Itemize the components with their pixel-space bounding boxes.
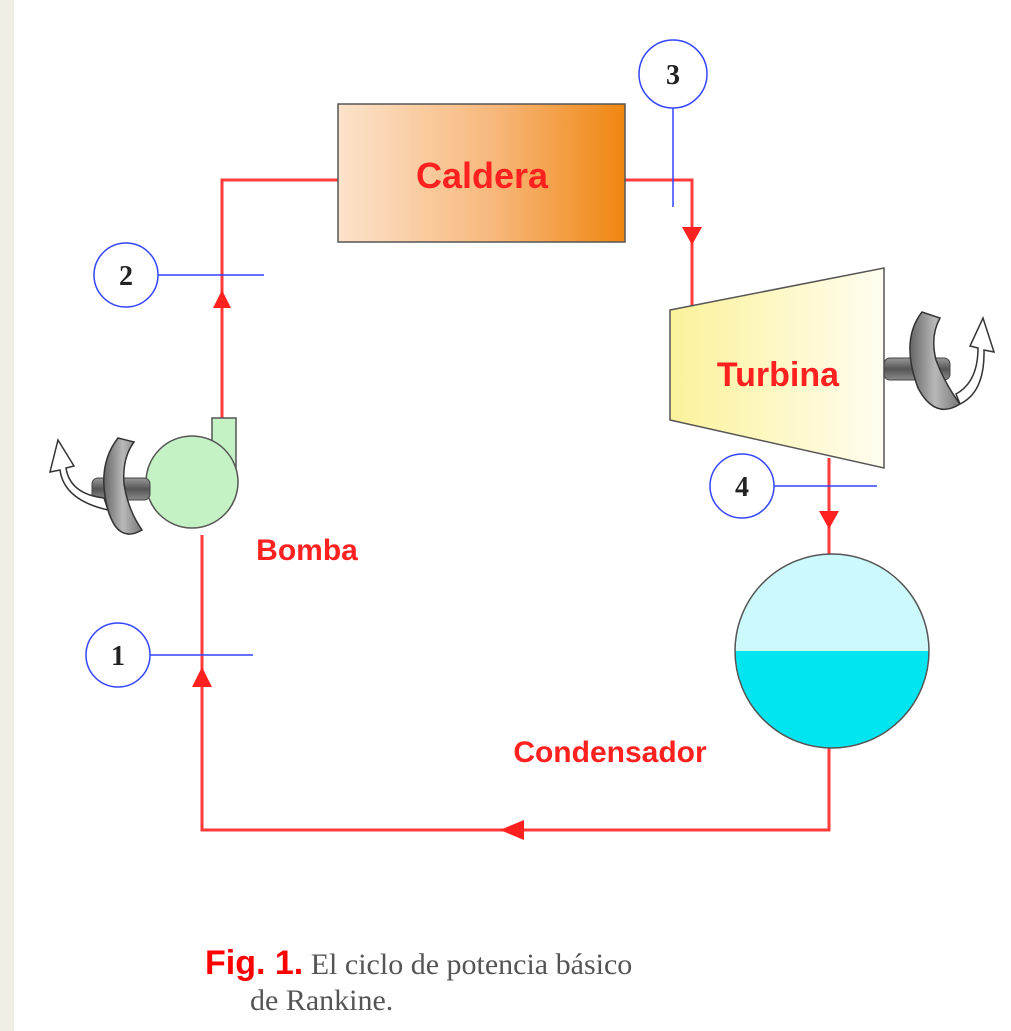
condenser: Condensador: [513, 553, 930, 769]
state-4-label: 4: [735, 472, 749, 503]
arrow-up-state-2: [213, 290, 231, 308]
boiler-label: Caldera: [416, 155, 549, 196]
arrow-down-state-4: [819, 511, 839, 529]
pump: Bomba: [145, 417, 358, 567]
flow-arrows: [192, 227, 839, 840]
pipe-pump-to-boiler: [220, 178, 338, 418]
pump-label: Bomba: [256, 534, 358, 567]
condenser-label: Condensador: [513, 736, 707, 769]
pump-shaft-icon: [48, 437, 151, 535]
turbine-label: Turbina: [717, 356, 840, 394]
state-marker-4: 4: [709, 453, 877, 519]
state-marker-1: 1: [85, 622, 253, 688]
caption-figure-number: Fig. 1.: [205, 944, 304, 982]
arrow-left-return: [500, 820, 524, 840]
state-2-label: 2: [119, 261, 133, 292]
boiler: Caldera: [337, 103, 626, 243]
arrow-down-state-3: [682, 227, 702, 245]
state-3-label: 3: [666, 60, 680, 91]
turbine: Turbina: [669, 267, 885, 469]
figure-caption: Fig. 1. El ciclo de potencia básico de R…: [205, 945, 845, 1019]
state-marker-3: 3: [638, 39, 708, 207]
pipe-condenser-to-pump: [200, 535, 831, 832]
state-1-label: 1: [111, 641, 125, 672]
turbine-shaft-icon: [883, 311, 996, 410]
arrow-up-state-1: [192, 667, 212, 687]
pipe-boiler-to-turbine: [625, 178, 694, 308]
state-marker-2: 2: [93, 242, 264, 308]
caption-line-1: El ciclo de potencia básico: [310, 948, 633, 981]
caption-line-2: de Rankine.: [250, 984, 394, 1017]
